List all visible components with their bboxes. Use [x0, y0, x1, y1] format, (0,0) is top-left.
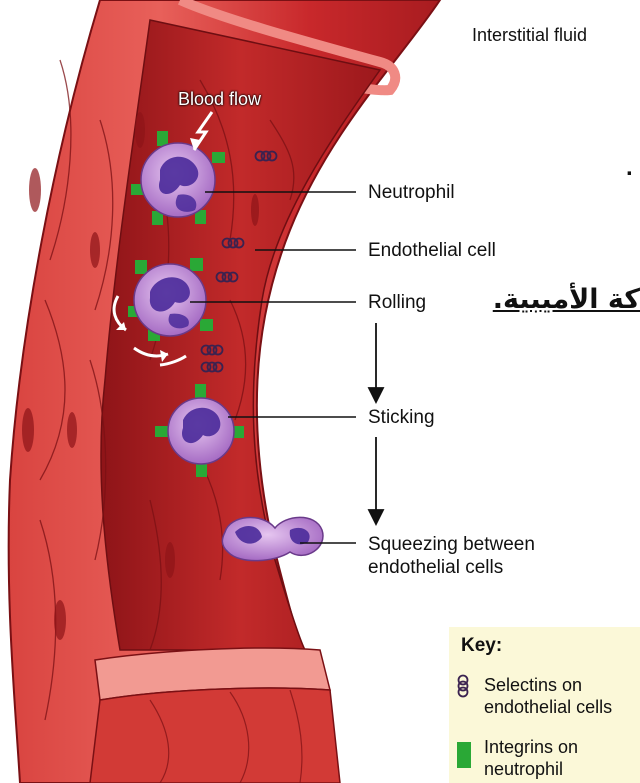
- key-title: Key:: [461, 635, 502, 657]
- label-endothelial-cell: Endothelial cell: [368, 239, 496, 262]
- neutrophil-4-squeezing: [222, 517, 323, 560]
- key-integrins-line1: Integrins on: [484, 736, 578, 758]
- integrin-key-icon: [457, 742, 471, 768]
- label-neutrophil: Neutrophil: [368, 181, 455, 204]
- label-squeezing-line2: endothelial cells: [368, 556, 503, 579]
- stray-dot: .: [626, 156, 633, 179]
- label-interstitial-fluid: Interstitial fluid: [472, 24, 587, 47]
- arabic-text-fragment: كة الأميبية.: [493, 284, 640, 315]
- key-selectins-line1: Selectins on: [484, 674, 582, 696]
- label-blood-flow: Blood flow: [178, 88, 261, 111]
- key-selectins-line2: endothelial cells: [484, 696, 612, 718]
- label-sticking: Sticking: [368, 406, 435, 429]
- selectin-key-icon: [455, 674, 471, 698]
- label-rolling: Rolling: [368, 291, 426, 314]
- key-integrins-line2: neutrophil: [484, 758, 563, 780]
- vessel-lower-wall: [90, 688, 340, 783]
- label-squeezing-line1: Squeezing between: [368, 533, 535, 556]
